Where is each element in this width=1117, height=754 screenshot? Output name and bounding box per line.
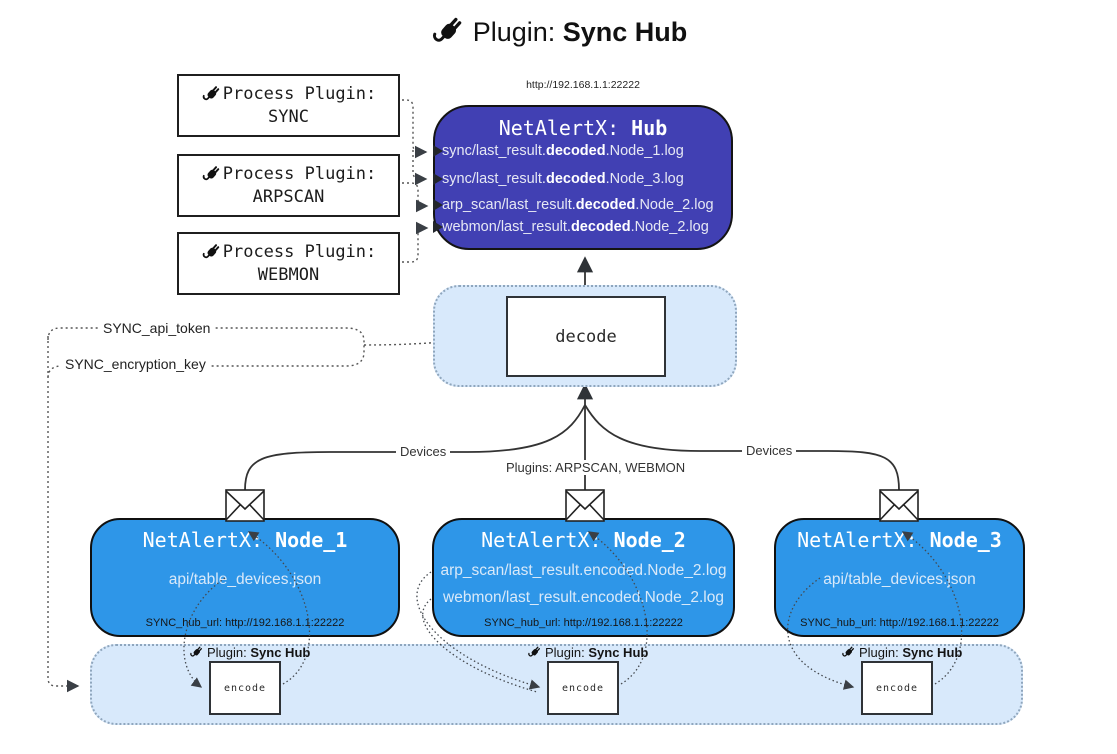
plug-icon [189, 645, 204, 660]
envelope-icon [565, 489, 605, 522]
hub-title: NetAlertX: Hub [498, 116, 668, 140]
sync-api-token-label: SYNC_api_token [98, 320, 216, 336]
node-file: api/table_devices.json [823, 571, 976, 588]
edge-label-devices-right: Devices [742, 443, 797, 458]
hub-log-line: sync/last_result.decoded.Node_1.log [433, 143, 729, 163]
netalertx-hub-box: NetAlertX: Hub sync/last_result.decoded.… [433, 105, 733, 250]
edge-webmon-to-hub [397, 221, 429, 263]
arrow-right-icon [433, 199, 443, 211]
node-hub-url: SYNC_hub_url: http://192.168.1.1:22222 [800, 617, 999, 629]
plug-icon [841, 645, 856, 660]
hub-log-line: arp_scan/last_result.decoded.Node_2.log [433, 197, 729, 217]
netalertx-node1-box: NetAlertX: Node_1 api/table_devices.json… [90, 518, 400, 637]
node-file: webmon/last_result.encoded.Node_2.log [443, 589, 724, 606]
netalertx-node3-box: NetAlertX: Node_3 api/table_devices.json… [774, 518, 1025, 637]
process-plugin-sync-box: Process Plugin: SYNC [177, 74, 400, 137]
edge-sync-to-hub-2 [412, 150, 428, 186]
sync-encryption-key-label: SYNC_encryption_key [60, 356, 211, 372]
process-plugin-arpscan-box: Process Plugin: ARPSCAN [177, 154, 400, 217]
hub-url: http://192.168.1.1:22222 [526, 79, 640, 91]
node-title: NetAlertX: Node_2 [481, 528, 686, 552]
process-plugin-label: Process Plugin: [222, 163, 377, 184]
page-title-text: Plugin: Sync Hub [472, 16, 688, 47]
arrow-right-icon [433, 221, 443, 233]
hub-log-line: webmon/last_result.decoded.Node_2.log [433, 219, 729, 239]
node-file: api/table_devices.json [168, 571, 322, 588]
process-plugin-label: Process Plugin: [222, 83, 377, 104]
decode-box: decode [506, 296, 666, 377]
edge-settings-spine [47, 336, 80, 693]
process-plugin-name: ARPSCAN [252, 186, 325, 207]
node-hub-url: SYNC_hub_url: http://192.168.1.1:22222 [145, 617, 345, 629]
envelope-icon [879, 489, 919, 522]
hub-log-line: sync/last_result.decoded.Node_3.log [433, 171, 729, 191]
encoder-label: Plugin: Sync Hub [189, 645, 310, 660]
node-file: arp_scan/last_result.encoded.Node_2.log [440, 562, 727, 579]
process-plugin-name: SYNC [268, 106, 309, 127]
encoder-label: Plugin: Sync Hub [841, 645, 962, 660]
netalertx-node2-box: NetAlertX: Node_2 arp_scan/last_result.e… [432, 518, 735, 637]
edge-sync-to-hub-1 [397, 99, 428, 159]
edge-arpscan-to-hub [397, 182, 429, 213]
node-title: NetAlertX: Node_1 [142, 528, 348, 552]
edge-label-devices-left: Devices [396, 444, 451, 459]
encoder-label: Plugin: Sync Hub [527, 645, 648, 660]
edge-label-plugins: Plugins: ARPSCAN, WEBMON [502, 460, 690, 475]
encode-box: encode [547, 661, 619, 715]
encode-box: encode [861, 661, 933, 715]
node-title: NetAlertX: Node_3 [797, 528, 1002, 552]
plug-icon [201, 164, 222, 185]
plug-icon [430, 14, 466, 50]
process-plugin-name: WEBMON [257, 264, 320, 285]
node-hub-url: SYNC_hub_url: http://192.168.1.1:22222 [484, 617, 683, 629]
plug-icon [201, 242, 222, 263]
arrow-right-icon [433, 145, 443, 157]
arrow-right-icon [433, 173, 443, 185]
envelope-icon [225, 489, 265, 522]
process-plugin-webmon-box: Process Plugin: WEBMON [177, 232, 400, 295]
encode-box: encode [209, 661, 281, 715]
plug-icon [527, 645, 542, 660]
page-title: Plugin: Sync Hub [0, 14, 1117, 50]
plug-icon [201, 84, 222, 105]
process-plugin-label: Process Plugin: [222, 241, 377, 262]
